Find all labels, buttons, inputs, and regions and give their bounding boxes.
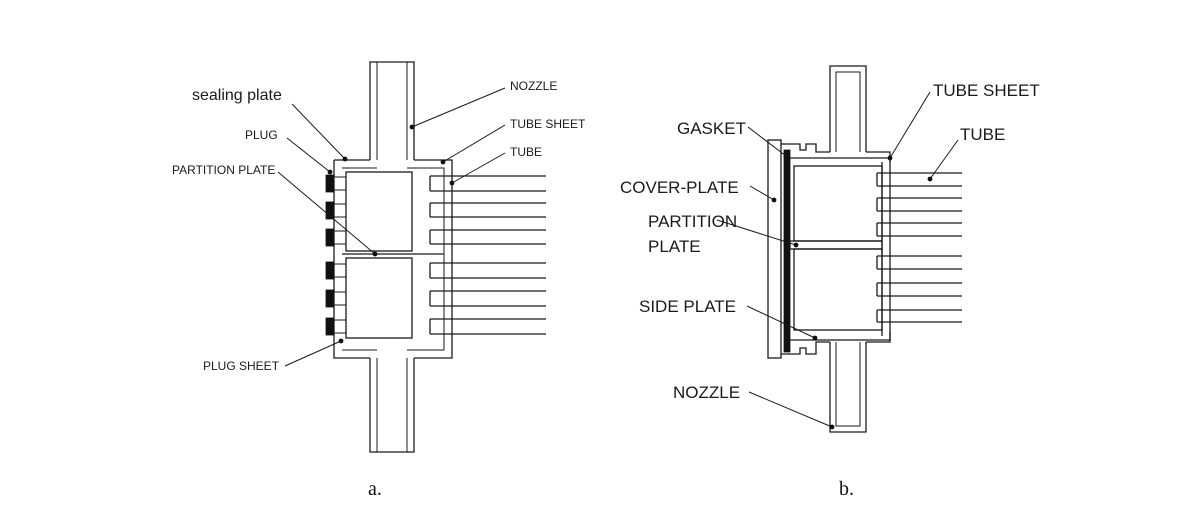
figure-b-leaders xyxy=(716,91,959,430)
figure-b-label-tube: TUBE xyxy=(960,125,1005,144)
figure-b-label-partition-line1: PARTITION xyxy=(648,212,737,231)
figure-b-label-partition-line2: PLATE xyxy=(648,237,701,256)
figure-b-label-gasket: GASKET xyxy=(677,119,746,138)
figure-a-tube xyxy=(429,318,546,335)
figure-a-plug xyxy=(325,174,335,193)
figure-a-tubes xyxy=(429,175,546,335)
figure-b-caption: b. xyxy=(839,478,854,500)
figure-a-label-sealing-plate: sealing plate xyxy=(192,87,282,104)
figure-a-lower-chamber xyxy=(345,257,413,339)
figure-b-tube xyxy=(876,197,962,212)
figure-a-nozzle-top xyxy=(369,61,415,160)
figure-a-nozzle-bottom xyxy=(369,358,415,453)
figure-b-side-plate xyxy=(790,157,891,341)
figure-a-tube xyxy=(429,262,546,279)
figure-b-tube xyxy=(876,309,962,323)
figure-b-upper-chamber xyxy=(793,165,883,242)
figure-a-label-nozzle: NOZZLE xyxy=(510,79,557,93)
figure-b-label-cover-plate: COVER-PLATE xyxy=(620,178,739,197)
figure-a-plug xyxy=(325,228,335,247)
figure-a-plug-bodies xyxy=(333,176,347,334)
figure-a-tube xyxy=(429,202,546,218)
figure-a-plugs xyxy=(325,174,335,336)
figure-a-label-tube-sheet: TUBE SHEET xyxy=(510,117,586,131)
figure-a-tube xyxy=(429,175,546,192)
figure-b-partition-plate xyxy=(789,240,883,250)
figure-a-label-partition-plate: PARTITION PLATE xyxy=(172,163,275,177)
figure-b-tube xyxy=(876,172,962,187)
figure-b: GASKET COVER-PLATE PARTITION PLATE SIDE … xyxy=(620,65,1040,500)
figure-b-tube xyxy=(876,255,962,270)
figure-a-plug xyxy=(325,317,335,336)
figure-a-leaders xyxy=(277,87,506,367)
figure-a-header-body xyxy=(333,159,453,359)
figure-a-plug xyxy=(325,261,335,280)
figure-a-label-plug-sheet: PLUG SHEET xyxy=(203,359,280,373)
figure-b-label-tube-sheet: TUBE SHEET xyxy=(933,81,1040,100)
figure-b-gasket xyxy=(783,149,791,353)
figure-a-caption: a. xyxy=(368,478,382,500)
figure-a-plug xyxy=(325,289,335,308)
figure-b-label-nozzle: NOZZLE xyxy=(673,383,740,402)
figure-a-label-plug: PLUG xyxy=(245,128,278,142)
figure-a-upper-chamber xyxy=(345,171,413,252)
figure-b-tube xyxy=(876,282,962,297)
figure-b-tube xyxy=(876,222,962,237)
figure-a-tube xyxy=(429,290,546,307)
figure-b-lower-chamber xyxy=(793,248,883,331)
figure-a-label-tube: TUBE xyxy=(510,145,542,159)
figure-a: sealing plate PLUG PARTITION PLATE PLUG … xyxy=(172,61,586,500)
figure-a-tube xyxy=(429,229,546,245)
figure-b-nozzle-top xyxy=(829,65,867,152)
figure-b-label-side-plate: SIDE PLATE xyxy=(639,297,736,316)
figure-b-nozzle-bottom xyxy=(829,342,867,433)
figure-b-tubes xyxy=(876,172,962,323)
figure-b-cover-plate xyxy=(767,139,782,359)
figure-a-header-inner xyxy=(342,167,445,351)
